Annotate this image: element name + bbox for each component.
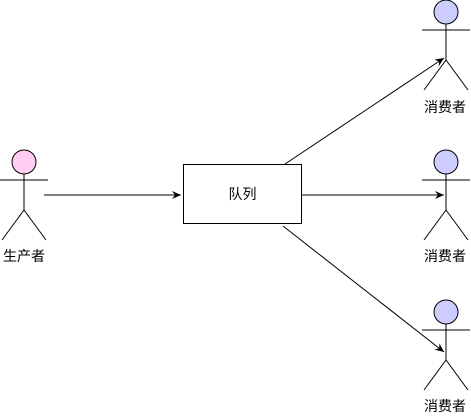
consumer-actor-3[interactable] <box>422 299 470 391</box>
producer-leg-right <box>23 209 47 241</box>
consumer-2-label: 消费者 <box>424 249 466 265</box>
producer-leg-left <box>1 209 25 241</box>
producer-label: 生产者 <box>3 249 45 265</box>
consumer-3-leg-left <box>423 359 447 391</box>
consumer-1-leg-right <box>445 59 469 91</box>
consumer-1-head <box>433 0 459 25</box>
producer-actor[interactable] <box>0 149 48 241</box>
consumer-2-leg-left <box>423 209 447 241</box>
queue-node[interactable]: 队列 <box>183 164 302 224</box>
consumer-3-label: 消费者 <box>424 399 466 415</box>
queue-to-consumer-1-arrow[interactable] <box>284 57 445 165</box>
queue-to-consumer-3-arrow[interactable] <box>282 225 445 353</box>
queue-label: 队列 <box>228 187 257 203</box>
producer-head <box>11 149 37 175</box>
consumer-1-label: 消费者 <box>424 100 466 116</box>
consumer-2-leg-right <box>445 209 469 241</box>
consumer-actor-1[interactable] <box>422 0 470 91</box>
consumer-2-head <box>433 149 459 175</box>
consumer-3-head <box>433 299 459 325</box>
consumer-3-leg-right <box>445 359 469 391</box>
consumer-actor-2[interactable] <box>422 149 470 241</box>
